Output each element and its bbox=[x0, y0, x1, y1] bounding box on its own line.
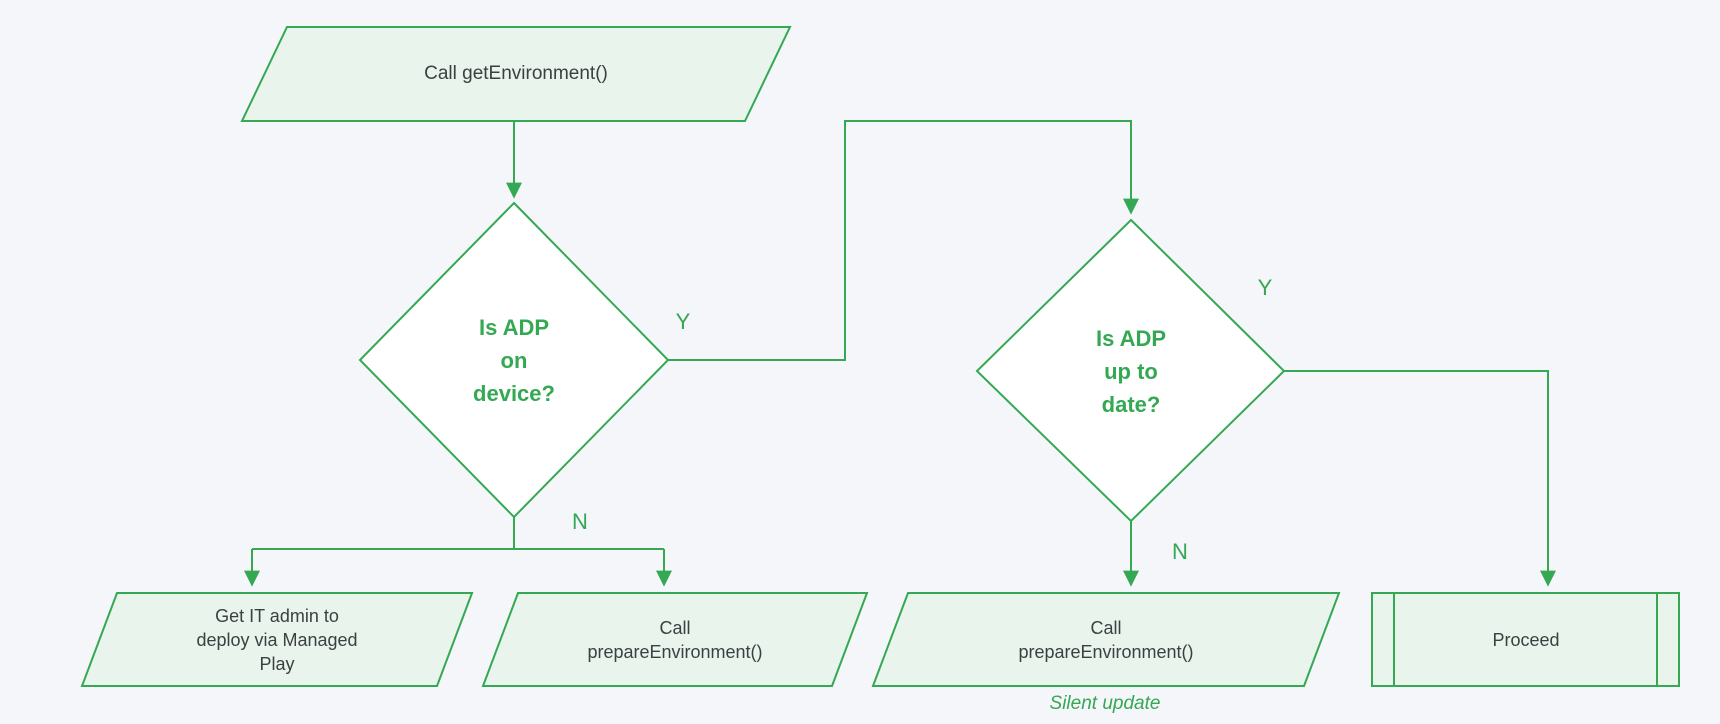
prepare-environment-1-label: Call prepareEnvironment() bbox=[587, 617, 763, 662]
prepare-environment-2-parallelogram bbox=[871, 592, 1341, 687]
prepare-environment-1-parallelogram bbox=[481, 592, 869, 687]
decision1-no-label: N bbox=[572, 509, 588, 535]
deploy-managed-play-label: Get IT admin to deploy via Managed Play bbox=[196, 605, 358, 675]
decision1-yes-label: Y bbox=[675, 309, 691, 335]
proceed-predefined-process bbox=[1371, 592, 1680, 687]
start-label: Call getEnvironment() bbox=[424, 63, 608, 85]
decision2-no-label: N bbox=[1172, 539, 1188, 565]
decision-adp-up-to-date-diamond bbox=[975, 218, 1286, 523]
deploy-managed-play-parallelogram bbox=[80, 592, 474, 687]
decision2-yes-label: Y bbox=[1257, 275, 1273, 301]
proceed-label: Proceed bbox=[1492, 629, 1560, 650]
decision-adp-on-device-label: Is ADP on device? bbox=[473, 314, 555, 406]
decision-adp-up-to-date-label: Is ADP up to date? bbox=[1095, 325, 1167, 417]
edge-decision2-yes-to-proceed bbox=[1284, 370, 1556, 587]
prepare-environment-2-label: Call prepareEnvironment() bbox=[1018, 617, 1194, 662]
edge-decision1-yes-to-decision2 bbox=[668, 120, 1139, 361]
start-parallelogram bbox=[240, 26, 792, 122]
decision-adp-on-device-diamond bbox=[358, 201, 670, 519]
silent-update-caption: Silent update bbox=[1049, 693, 1161, 715]
